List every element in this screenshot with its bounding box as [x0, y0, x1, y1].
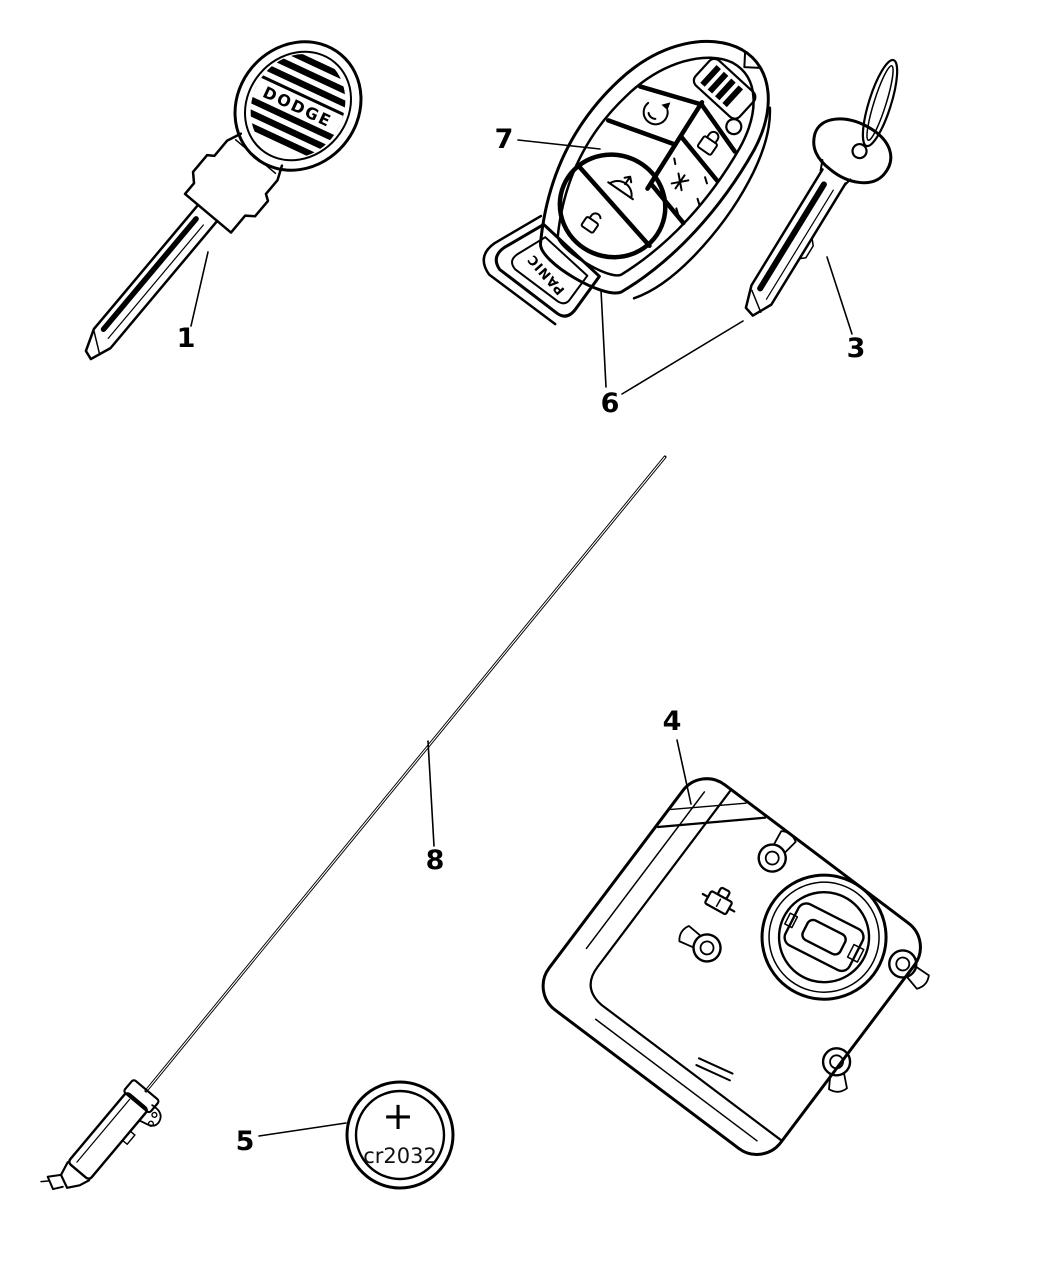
key-blank-art: DODGE [84, 40, 363, 361]
module-boss [888, 949, 930, 990]
leader-line-3 [826, 256, 853, 335]
panic-button: PANIC [482, 214, 601, 326]
leader-line-8 [427, 740, 435, 847]
leader-line-7 [517, 139, 601, 150]
fob-key-door [692, 57, 757, 120]
leader-line-6b [621, 320, 744, 395]
callout-4: 4 [663, 706, 682, 737]
leader-lines [190, 139, 853, 1137]
liftgate-icon [607, 175, 634, 201]
trunk-icon [670, 172, 690, 192]
key-fob-art: PANIC [482, 39, 772, 326]
leader-line-5 [258, 1122, 347, 1137]
battery-art: + cr2032 [345, 1080, 455, 1190]
leader-line-4 [676, 739, 692, 805]
leader-line-1 [190, 251, 209, 327]
callout-8: 8 [426, 845, 445, 876]
ignition-node-art [541, 777, 930, 1156]
callout-7: 7 [495, 124, 514, 155]
antenna-art [40, 455, 667, 1191]
lock-icon [696, 130, 720, 156]
callout-6: 6 [601, 388, 620, 419]
module-boss [757, 830, 797, 873]
ignition-ring [760, 873, 888, 1001]
callout-3: 3 [847, 333, 866, 364]
module-boss [821, 1047, 852, 1093]
battery-polarity-text: + [382, 1094, 414, 1138]
callout-numbers: 1 7 6 3 4 8 5 [177, 124, 866, 1157]
remote-start-icon [642, 101, 671, 126]
unlock-icon [580, 212, 602, 234]
antenna-connector [40, 1079, 162, 1191]
module-connector [701, 886, 736, 916]
callout-5: 5 [236, 1126, 255, 1157]
callout-1: 1 [177, 323, 196, 354]
module-boss [678, 925, 722, 963]
emergency-key-art [744, 58, 899, 317]
leader-line-6a [600, 289, 607, 388]
fob-ring-hole [725, 118, 743, 136]
battery-type-text: cr2032 [363, 1144, 437, 1168]
key-ring [861, 58, 899, 148]
fob-buttons [557, 84, 738, 260]
